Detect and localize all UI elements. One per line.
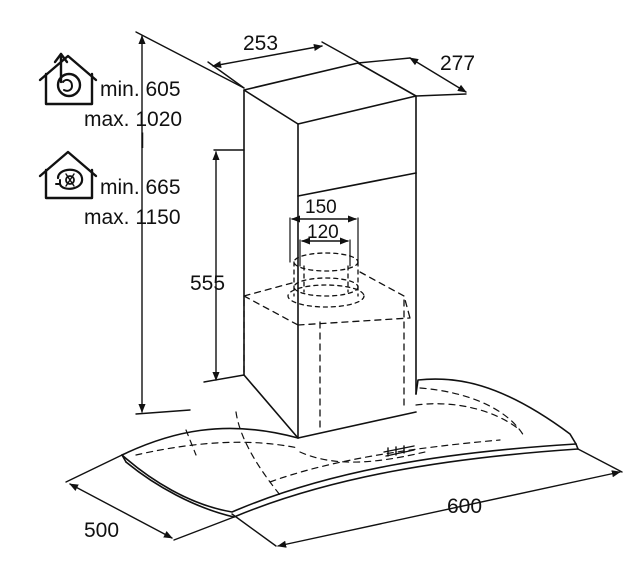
- dim-line-500: [65, 454, 235, 541]
- extraction-separator: l: [140, 130, 145, 153]
- duct-width-guides: [289, 217, 359, 267]
- motor-box-hidden: [243, 271, 411, 433]
- label-duct-outer: 150: [305, 197, 337, 218]
- dim-line-555: [203, 149, 245, 383]
- label-chimney-width: 253: [243, 32, 278, 55]
- label-chimney-depth: 277: [440, 52, 475, 75]
- dim-line-277: [357, 57, 467, 97]
- label-hood-width: 600: [447, 495, 482, 518]
- chimney-lower: [243, 195, 417, 439]
- dim-line-total-height: [135, 31, 245, 415]
- label-hood-height: 555: [190, 272, 225, 295]
- control-panel: [383, 445, 415, 457]
- label-hood-depth: 500: [84, 519, 119, 542]
- dim-line-600: [231, 448, 623, 548]
- label-duct-inner: 120: [307, 222, 339, 243]
- extraction-max: max. 1020: [84, 108, 182, 131]
- house-recirculation-icon: [38, 150, 98, 200]
- extraction-min: min. 605: [100, 78, 181, 101]
- house-outlet-arrow-icon: [38, 52, 98, 106]
- recirculation-min: min. 665: [100, 176, 181, 199]
- dim-line-253: [207, 41, 359, 89]
- recirculation-max: max. 1150: [84, 206, 181, 229]
